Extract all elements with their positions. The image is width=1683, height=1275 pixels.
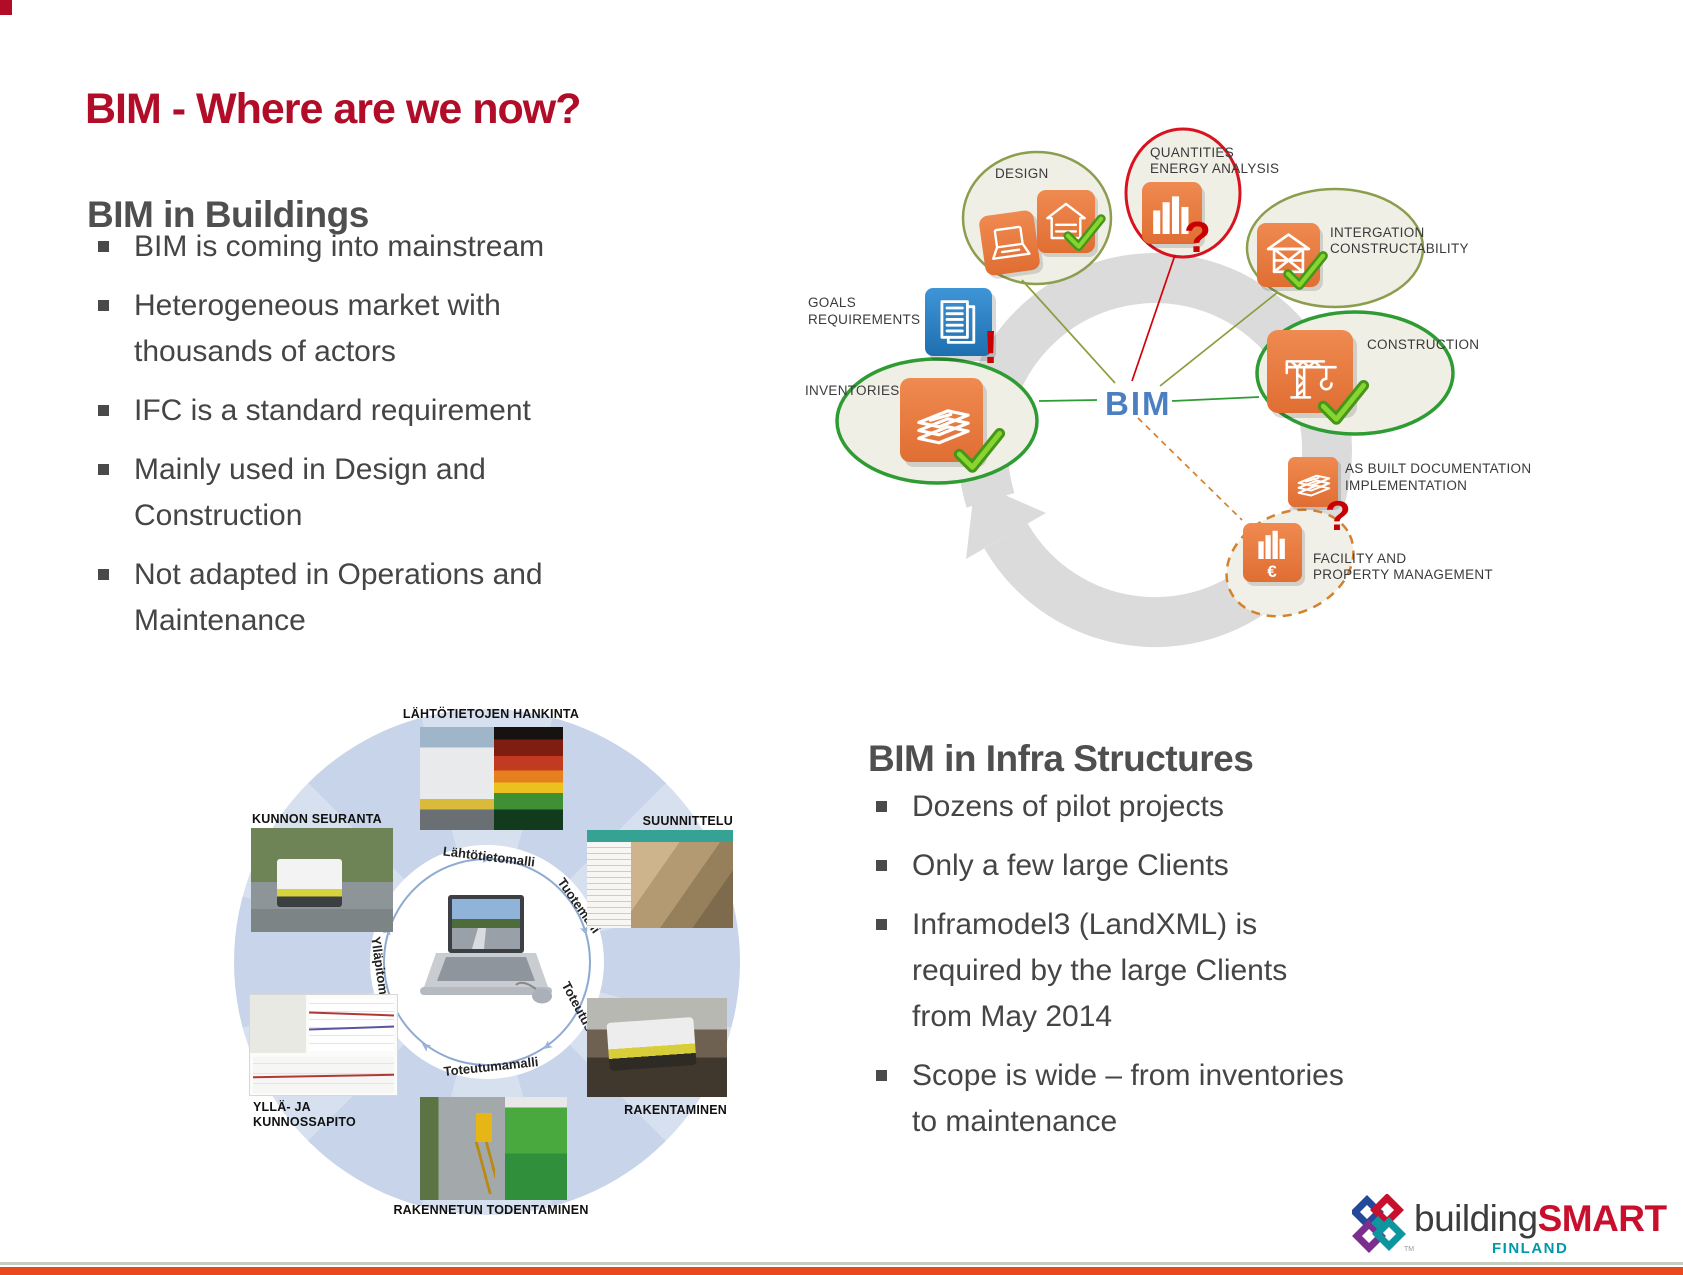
buildings-heading: BIM in Buildings: [87, 193, 369, 235]
stage-label-right: SUUNNITTELU: [642, 814, 733, 828]
total-station-instrument: [475, 1113, 493, 1143]
infra-heading: BIM in Infra Structures: [868, 737, 1254, 779]
stage-label-left: KUNNON SEURANTA: [252, 812, 382, 826]
photo-ylla-ja-kunnossapito: [249, 994, 398, 1096]
buildingsmart-emblem-icon: [1352, 1194, 1406, 1253]
quantities-barchart-icon: [1142, 182, 1205, 248]
ring-arrow-icon: ➤: [481, 851, 492, 866]
footer-orange-bar: [0, 1267, 1683, 1275]
logo-finland-text: FINLAND: [1492, 1240, 1569, 1257]
bullet-item: Inframodel3 (LandXML) is required by the…: [866, 902, 1546, 1040]
tripod-legs: [472, 1142, 495, 1194]
facility-label-2: PROPERTY MANAGEMENT: [1313, 567, 1493, 582]
asbuilt-question-mark: ?: [1325, 492, 1351, 539]
ground-radar-image: [494, 727, 563, 830]
bullet-item: Not adapted in Operations and Maintenanc…: [88, 552, 748, 644]
page-title: BIM - Where are we now?: [85, 84, 581, 133]
euro-symbol: €: [1267, 562, 1277, 581]
bullet-item: Scope is wide – from inventories to main…: [866, 1053, 1546, 1145]
bim-connector-lines: [1021, 254, 1279, 521]
quantities-label-2: ENERGY ANALYSIS: [1150, 161, 1279, 176]
bullet-item: Dozens of pilot projects: [866, 784, 1546, 830]
goals-label-2: REQUIREMENTS: [808, 312, 920, 327]
photo-rakentaminen: [587, 998, 727, 1097]
facility-label-1: FACILITY AND: [1313, 551, 1406, 566]
footer-sage-rule: [0, 1262, 1683, 1265]
inventories-docs-icon: [900, 378, 987, 467]
chart-panel: [308, 999, 395, 1051]
bullet-item: BIM is coming into mainstream: [88, 224, 748, 270]
quantities-question-mark: ?: [1184, 213, 1211, 262]
map-panel: [250, 995, 306, 1053]
asbuilt-label-1: AS BUILT DOCUMENTATION: [1345, 461, 1531, 476]
stage-label-top: LÄHTÖTIETOJEN HANKINTA: [402, 707, 580, 721]
laptop-illustration: [420, 895, 552, 1004]
bullet-item: IFC is a standard requirement: [88, 388, 748, 434]
bullet-item: Mainly used in Design and Construction: [88, 447, 748, 539]
inventories-label: INVENTORIES: [805, 383, 900, 398]
survey-van-image: [420, 727, 495, 830]
buildingsmart-finland-logo: TM buildingSMART FINLAND: [1352, 1190, 1672, 1265]
infra-bullet-list: Dozens of pilot projects Only a few larg…: [866, 784, 1546, 1158]
monitoring-truck-image: [276, 859, 342, 908]
survey-software-view: [505, 1097, 567, 1200]
intergation-label-1: INTERGATION: [1330, 225, 1425, 240]
design-label: DESIGN: [995, 166, 1049, 181]
terrain-model-view: [630, 841, 733, 928]
photo-rakennetun-todentaminen: [420, 1097, 567, 1200]
photo-kunnon-seuranta: [251, 828, 393, 932]
design-laptop-icon: [979, 210, 1044, 279]
trademark-mark: TM: [1404, 1246, 1415, 1253]
buildings-bullet-list: BIM is coming into mainstream Heterogene…: [88, 224, 748, 657]
design-house-icon: [1037, 190, 1098, 257]
app-titlebar: [587, 830, 733, 842]
goals-exclamation-mark: !: [983, 321, 998, 373]
infra-wheel-diagram: ➤ ➤ ➤ ➤ ➤ Lähtötietomalli Tuotemalli Tot…: [225, 655, 770, 1240]
goals-label-1: GOALS: [808, 295, 856, 310]
stage-label-bottom-right: RAKENTAMINEN: [624, 1103, 727, 1117]
construction-crane-icon: [1267, 330, 1357, 418]
stage-label-bottom-left: YLLÄ- JA KUNNOSSAPITO: [253, 1100, 356, 1129]
logo-smart-text: SMART: [1537, 1198, 1668, 1239]
bullet-item: Heterogeneous market with thousands of a…: [88, 283, 748, 375]
intergation-label-2: CONSTRUCTABILITY: [1330, 241, 1469, 256]
construction-label: CONSTRUCTION: [1367, 337, 1479, 352]
asbuilt-docs-icon: [1288, 457, 1341, 510]
corner-accent-mark: [0, 0, 12, 15]
logo-building-text: building: [1414, 1198, 1538, 1239]
facility-barchart-euro-icon: €: [1243, 523, 1305, 586]
logo-wordmark: buildingSMART: [1414, 1198, 1667, 1240]
photo-lahtotietojen-hankinta: [420, 727, 563, 830]
app-tree-panel: [587, 841, 631, 928]
bullet-item: Only a few large Clients: [866, 843, 1546, 889]
bim-center-label: BIM: [1105, 385, 1172, 422]
quantities-label-1: QUANTITIES: [1150, 145, 1234, 160]
bim-cycle-diagram: € DESIGN QUANTITIES ENERGY ANALYSIS INTE…: [805, 127, 1531, 648]
wheel-ring: [383, 858, 591, 1066]
asbuilt-label-2: IMPLEMENTATION: [1345, 478, 1467, 493]
stage-label-bottom: RAKENNETUN TODENTAMINEN: [393, 1203, 589, 1217]
goals-documents-icon: [925, 288, 996, 361]
construction-machine-image: [606, 1016, 697, 1071]
photo-suunnittelu: [587, 830, 733, 928]
